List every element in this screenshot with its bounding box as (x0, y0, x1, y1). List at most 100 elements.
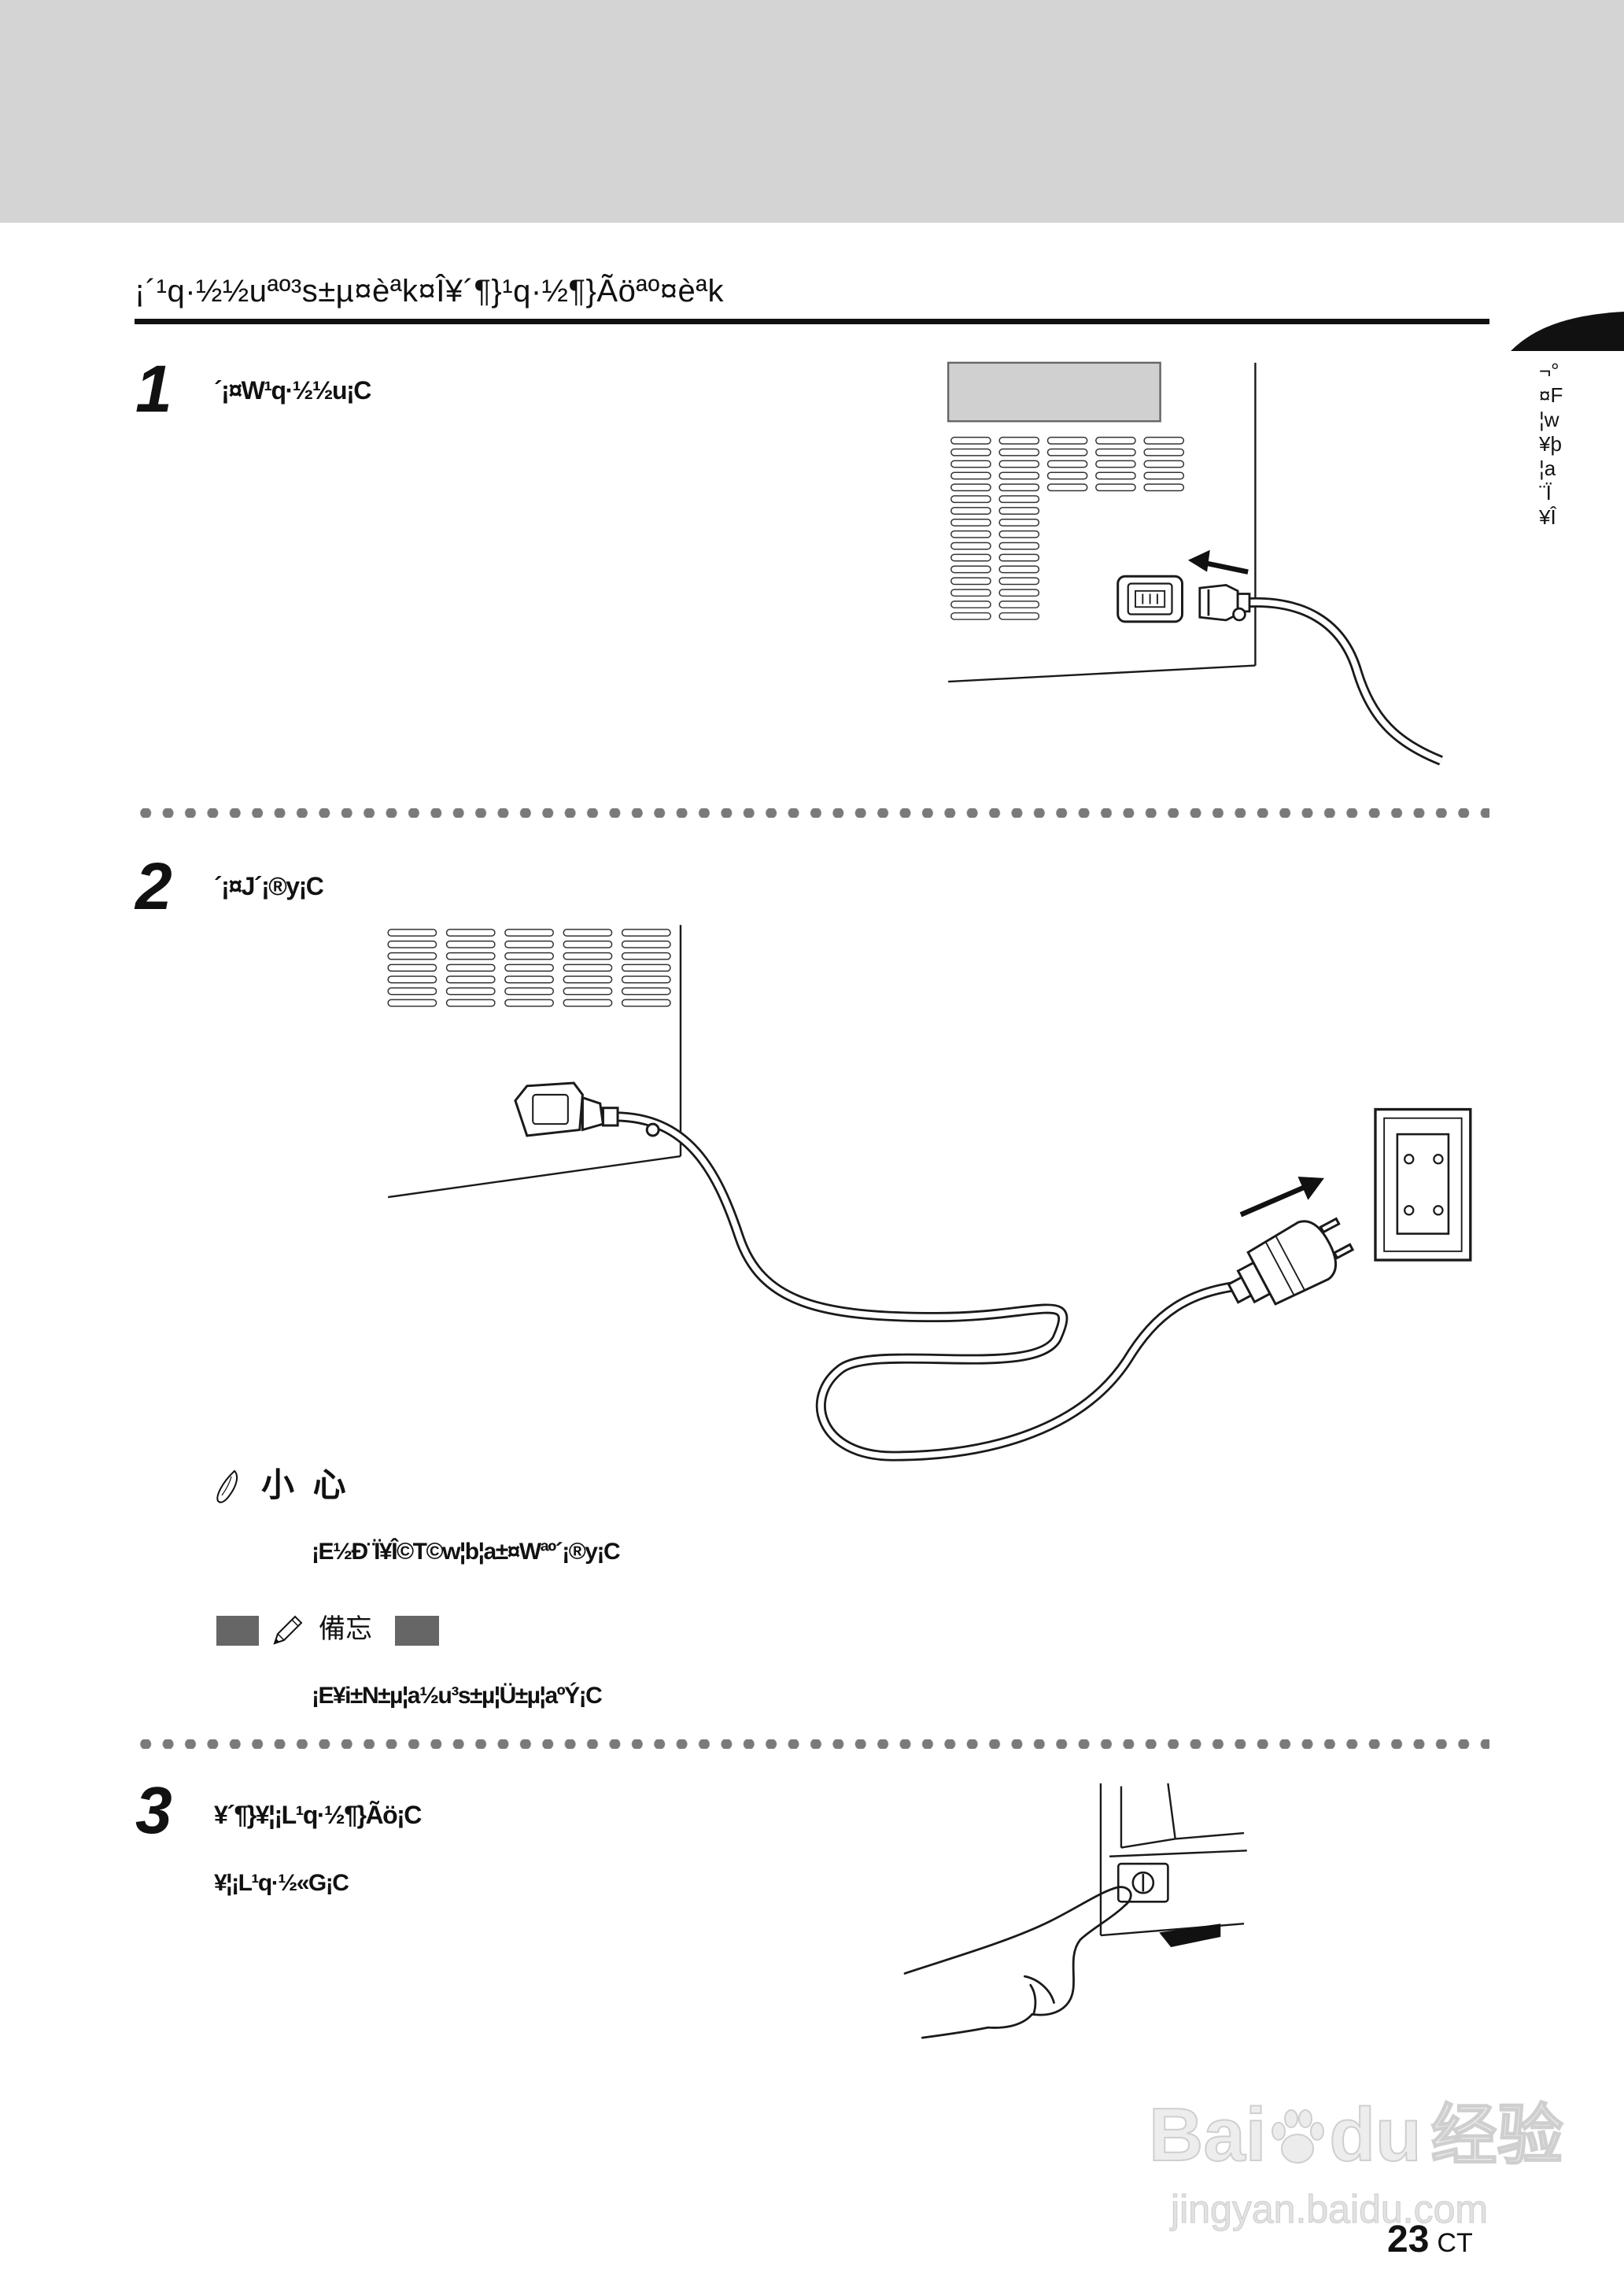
vent-slot (387, 929, 437, 937)
vent-slot (1046, 436, 1088, 445)
vent-slot (998, 507, 1040, 515)
page-title: ¡´¹q·½½uªº³s±µ¤èªk¤Î¥´¶}¹q·½¶}Ãöªº¤èªk (135, 274, 725, 309)
vent-slot (950, 507, 991, 515)
illustration-power-cord-to-monitor (947, 361, 1443, 766)
memo-text: ¡E¥i±N±µ¦a½u³s±µ¦Ü±µ¦aºÝ¡C (312, 1683, 603, 1709)
vent-slot (445, 963, 496, 972)
vent-slot (1095, 483, 1136, 492)
memo-heading: 備忘 (319, 1614, 372, 1644)
vent-slot (950, 541, 991, 550)
baidu-watermark: Bai du 经验 (1149, 2084, 1589, 2186)
vent-slot (1046, 483, 1088, 492)
vent-slot (950, 495, 991, 504)
watermark-logo-left: Bai (1149, 2093, 1267, 2177)
vent-slot (1046, 471, 1088, 480)
vent-slot (621, 952, 671, 960)
vent-slot (1143, 471, 1185, 480)
vent-slot (1046, 448, 1088, 456)
vent-slot (504, 987, 554, 996)
vent-slot (998, 448, 1040, 456)
step-2-number: 2 (135, 849, 172, 923)
vent-slot (621, 975, 671, 984)
step-3-text: ¥´¶}¥¦¡L¹q·½¶}Ãö¡C (214, 1801, 422, 1829)
vent-slot (621, 941, 671, 948)
vent-slot (950, 483, 991, 492)
side-tab-char: ¥þ (1539, 432, 1562, 456)
monitor-stand (1159, 1924, 1221, 1947)
vent-slot (950, 448, 991, 456)
vent-slot (387, 987, 437, 996)
vent-slot (445, 987, 496, 996)
vent-slot (998, 577, 1040, 586)
caution-text: ¡E½Ð¨Ï¥Î©T©w¦b¦a±¤Wªº´¡®y¡C (312, 1539, 621, 1565)
memo-bar-left (216, 1616, 259, 1646)
pencil-icon (273, 1615, 303, 1645)
vent-slot (998, 541, 1040, 550)
illustration-press-power-button (903, 1783, 1247, 2039)
vent-slot (998, 612, 1040, 620)
vent-slot (1095, 448, 1136, 456)
vent-slot (998, 495, 1040, 504)
vent-slot (998, 518, 1040, 527)
vent-slot (1143, 448, 1185, 456)
vent-slot (445, 975, 496, 984)
side-tab-char: ¨Ï (1539, 481, 1552, 504)
side-tab-marker (1511, 312, 1624, 351)
vent-slot (445, 952, 496, 960)
vent-slot (504, 952, 554, 960)
vent-slot (1095, 471, 1136, 480)
vent-slot (998, 471, 1040, 480)
header-band (0, 0, 1624, 223)
vent-slot (563, 952, 613, 960)
vent-slot (998, 530, 1040, 538)
title-underline (135, 319, 1489, 324)
vent-slot (563, 963, 613, 972)
vent-slot (998, 565, 1040, 574)
vent-slot (563, 941, 613, 948)
vent-slot (1046, 460, 1088, 468)
vent-slot (1143, 483, 1185, 492)
vent-slot (998, 436, 1040, 445)
vent-slot (950, 589, 991, 597)
vent-slot (1095, 460, 1136, 468)
vent-slot (621, 987, 671, 996)
caution-heading: 小 心 (261, 1466, 351, 1503)
vent-slot (950, 612, 991, 620)
illustration-plug-into-outlet (387, 925, 1472, 1462)
vent-slot (998, 601, 1040, 608)
insert-arrow-icon (1239, 1177, 1324, 1218)
power-cable (615, 1111, 1248, 1462)
power-cable (1246, 597, 1443, 766)
vent-slot (950, 471, 991, 480)
vent-slot (563, 929, 613, 937)
page-number-suffix: CT (1437, 2228, 1473, 2258)
vent-slot (1143, 436, 1185, 445)
vent-slot (387, 999, 437, 1007)
step-2-text: ´¡¤J´¡®y¡C (214, 872, 324, 900)
ac-inlet (1116, 575, 1183, 623)
cord-connector (1198, 583, 1251, 622)
vent-slot (387, 941, 437, 948)
vent-slot (950, 518, 991, 527)
vent-slot (621, 963, 671, 972)
side-tab-char: ¥Î (1539, 505, 1556, 529)
wall-plug (1227, 1217, 1355, 1306)
section-divider (135, 1739, 1489, 1749)
cord-connector (514, 1081, 660, 1137)
vent-slot (445, 941, 496, 948)
side-tab-char: ¦w (1539, 408, 1559, 431)
vent-slot (445, 929, 496, 937)
watermark-logo-right: du (1328, 2093, 1422, 2177)
vent-grille (387, 929, 671, 1007)
vent-slot (950, 565, 991, 574)
vent-slot (998, 483, 1040, 492)
step-1-text: ´¡¤W¹q·½½u¡C (214, 376, 371, 405)
vent-slot (504, 975, 554, 984)
vent-slot (563, 975, 613, 984)
vent-slot (504, 999, 554, 1007)
vent-slot (950, 577, 991, 586)
page-number-value: 23 (1387, 2219, 1430, 2260)
watermark-logo-cn: 经验 (1430, 2098, 1564, 2172)
vent-slot (950, 553, 991, 562)
